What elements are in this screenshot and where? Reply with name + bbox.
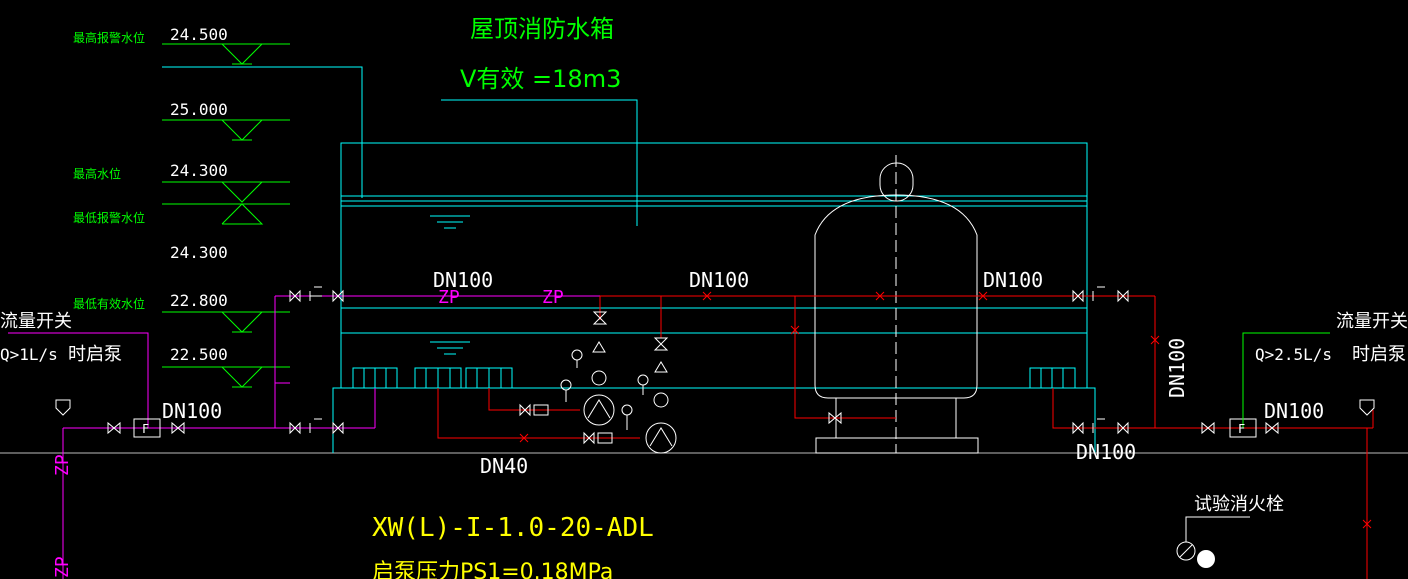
hydrant-leader <box>1185 516 1250 542</box>
left-switch-title: 流量开关 <box>0 311 72 332</box>
pipe-label-dn40: DN40 <box>480 454 528 478</box>
equipment-model: XW(L)-I-1.0-20-ADL <box>372 513 654 543</box>
right-switch-action: 时启泵 <box>1352 344 1406 365</box>
water-tank <box>162 66 1096 453</box>
pipe-label-zp-v2: ZP <box>52 556 73 578</box>
flow-switch-left <box>133 418 161 438</box>
pipe-label-zp-2: ZP <box>542 287 564 308</box>
pipe-label-zp-v1: ZP <box>52 454 73 476</box>
flow-switch-label-right: F <box>1238 422 1245 436</box>
equipment-pressure: 启泵压力PS1=0.18MPa <box>372 560 613 579</box>
red-x-marks <box>519 291 1372 529</box>
right-switch-title: 流量开关 <box>1336 311 1408 332</box>
level-value-4: 24.300 <box>170 243 228 262</box>
tank-title: 屋顶消防水箱 <box>470 15 614 43</box>
left-switch-action: 时启泵 <box>68 344 122 365</box>
pipe-label-zp-1: ZP <box>438 287 460 308</box>
pipe-label-dn100-1: DN100 <box>433 268 493 292</box>
level-label-5: 最低有效水位 <box>73 296 145 311</box>
tank-volume: V有效 =18m3 <box>460 65 621 93</box>
level-label-2: 最高水位 <box>73 166 121 181</box>
right-switch-condition: Q>2.5L/s <box>1255 345 1332 364</box>
flow-switch-label-left: F <box>142 422 149 436</box>
magenta-piping <box>8 295 600 579</box>
level-value-2: 24.300 <box>170 161 228 180</box>
pipe-label-dn100-bottom: DN100 <box>1076 440 1136 464</box>
pipe-label-dn100-2: DN100 <box>689 268 749 292</box>
level-label-3: 最低报警水位 <box>73 210 145 225</box>
level-value-1: 25.000 <box>170 100 228 119</box>
right-switch-leader <box>1242 332 1330 428</box>
level-value-6: 22.500 <box>170 345 228 364</box>
pipe-label-dn100-left: DN100 <box>162 399 222 423</box>
level-label-0: 最高报警水位 <box>73 30 145 45</box>
valves <box>55 286 1375 561</box>
level-value-5: 22.800 <box>170 291 228 310</box>
hydrant-gauge-icon <box>1197 550 1215 568</box>
level-value-0: 24.500 <box>170 25 228 44</box>
pipe-label-dn100-3: DN100 <box>983 268 1043 292</box>
pressure-vessel <box>814 155 979 454</box>
level-markers <box>162 43 290 388</box>
pipe-label-dn100-vertical: DN100 <box>1165 338 1189 398</box>
left-switch-condition: Q>1L/s <box>0 345 58 364</box>
hydrant-label: 试验消火栓 <box>1194 494 1284 515</box>
pipe-label-dn100-right: DN100 <box>1264 399 1324 423</box>
